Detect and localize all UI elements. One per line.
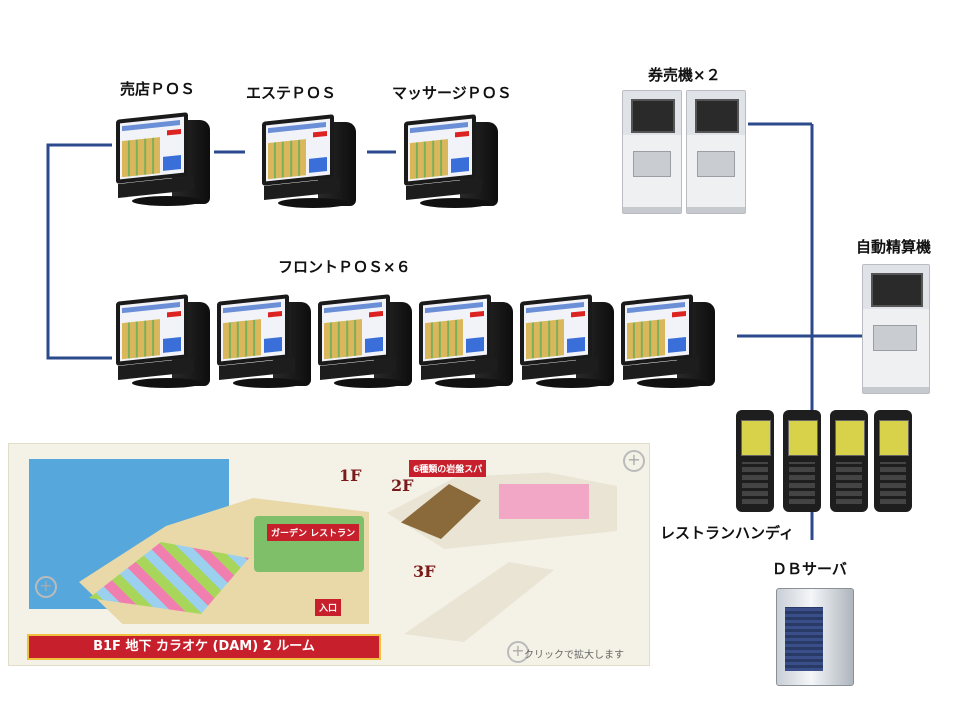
floor-2f-label: 2F <box>391 476 414 495</box>
restaurant-handy-label: レストランハンディ <box>660 524 794 542</box>
ticket-machine-1 <box>622 90 682 214</box>
floor-3f-label: 3F <box>413 562 436 581</box>
handy-terminal-1 <box>736 410 774 512</box>
massage-pos-terminal <box>400 112 500 212</box>
handy-terminal-4 <box>874 410 912 512</box>
db-server-label: ＤＢサーバ <box>772 560 847 578</box>
spa-2f-badge: 6種類の岩盤スパ <box>409 460 487 477</box>
handy-terminal-2 <box>783 410 821 512</box>
massage-pos-label: マッサージＰＯＳ <box>392 84 512 102</box>
zoom-plus-icon[interactable]: + <box>507 641 529 663</box>
front-pos-label: フロントＰＯＳ×６ <box>278 258 411 276</box>
zoom-plus-icon[interactable]: + <box>35 576 57 598</box>
front-pos-terminal-5 <box>516 292 616 392</box>
front-pos-terminal-6 <box>617 292 717 392</box>
map-2f-rooms <box>499 484 589 519</box>
front-to-shop-line <box>46 143 112 360</box>
front-pos-terminal-1 <box>112 292 212 392</box>
click-hint: クリックで拡大します <box>524 650 624 661</box>
ticket-machine-label: 券売機×２ <box>648 66 721 84</box>
front-pos-terminal-4 <box>415 292 515 392</box>
front-pos-terminal-2 <box>213 292 313 392</box>
kiosk-pos-label: 売店ＰＯＳ <box>120 80 196 98</box>
floor-1f-label: 1F <box>339 466 362 485</box>
front-pos-terminal-3 <box>314 292 414 392</box>
auto-checkout-label: 自動精算機 <box>856 238 932 256</box>
zoom-plus-icon[interactable]: + <box>623 450 645 472</box>
db-server <box>776 588 854 686</box>
auto-checkout-machine <box>862 264 930 394</box>
floor-map[interactable]: ガーデン レストラン 入口 1F 6種類の岩盤スパ 2F 3F + + + B1… <box>8 443 650 666</box>
ticket-machine-2 <box>686 90 746 214</box>
entrance-badge: 入口 <box>315 599 342 616</box>
handy-terminal-3 <box>830 410 868 512</box>
kiosk-pos-terminal <box>112 110 212 210</box>
restaurant-badge: ガーデン レストラン <box>267 524 360 541</box>
esthe-pos-label: エステＰＯＳ <box>246 84 337 102</box>
karaoke-banner: B1F 地下 カラオケ (DAM) 2 ルーム <box>27 634 381 660</box>
esthe-pos-terminal <box>258 112 358 212</box>
